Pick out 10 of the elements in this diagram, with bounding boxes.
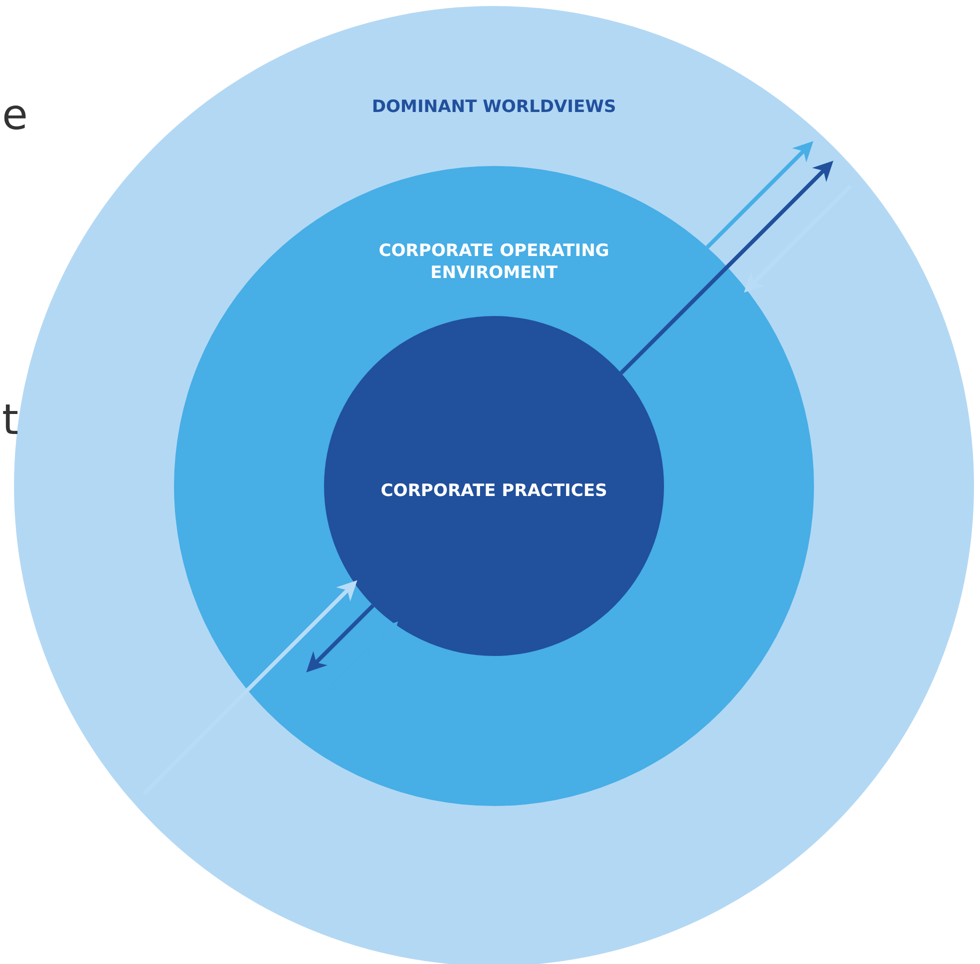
arrow [620,160,834,374]
arrow [706,141,814,249]
circle-label: CORPORATE PRACTICES [380,480,608,502]
text-fragment: t [2,395,18,444]
arrow [306,604,374,672]
text-fragment: e [2,90,28,139]
circle-label: CORPORATE OPERATING ENVIROMENT [378,240,610,284]
middle-circle [174,166,814,806]
circle-label: DOMINANT WORLDVIEWS [370,96,618,118]
inner-circle [324,316,664,656]
